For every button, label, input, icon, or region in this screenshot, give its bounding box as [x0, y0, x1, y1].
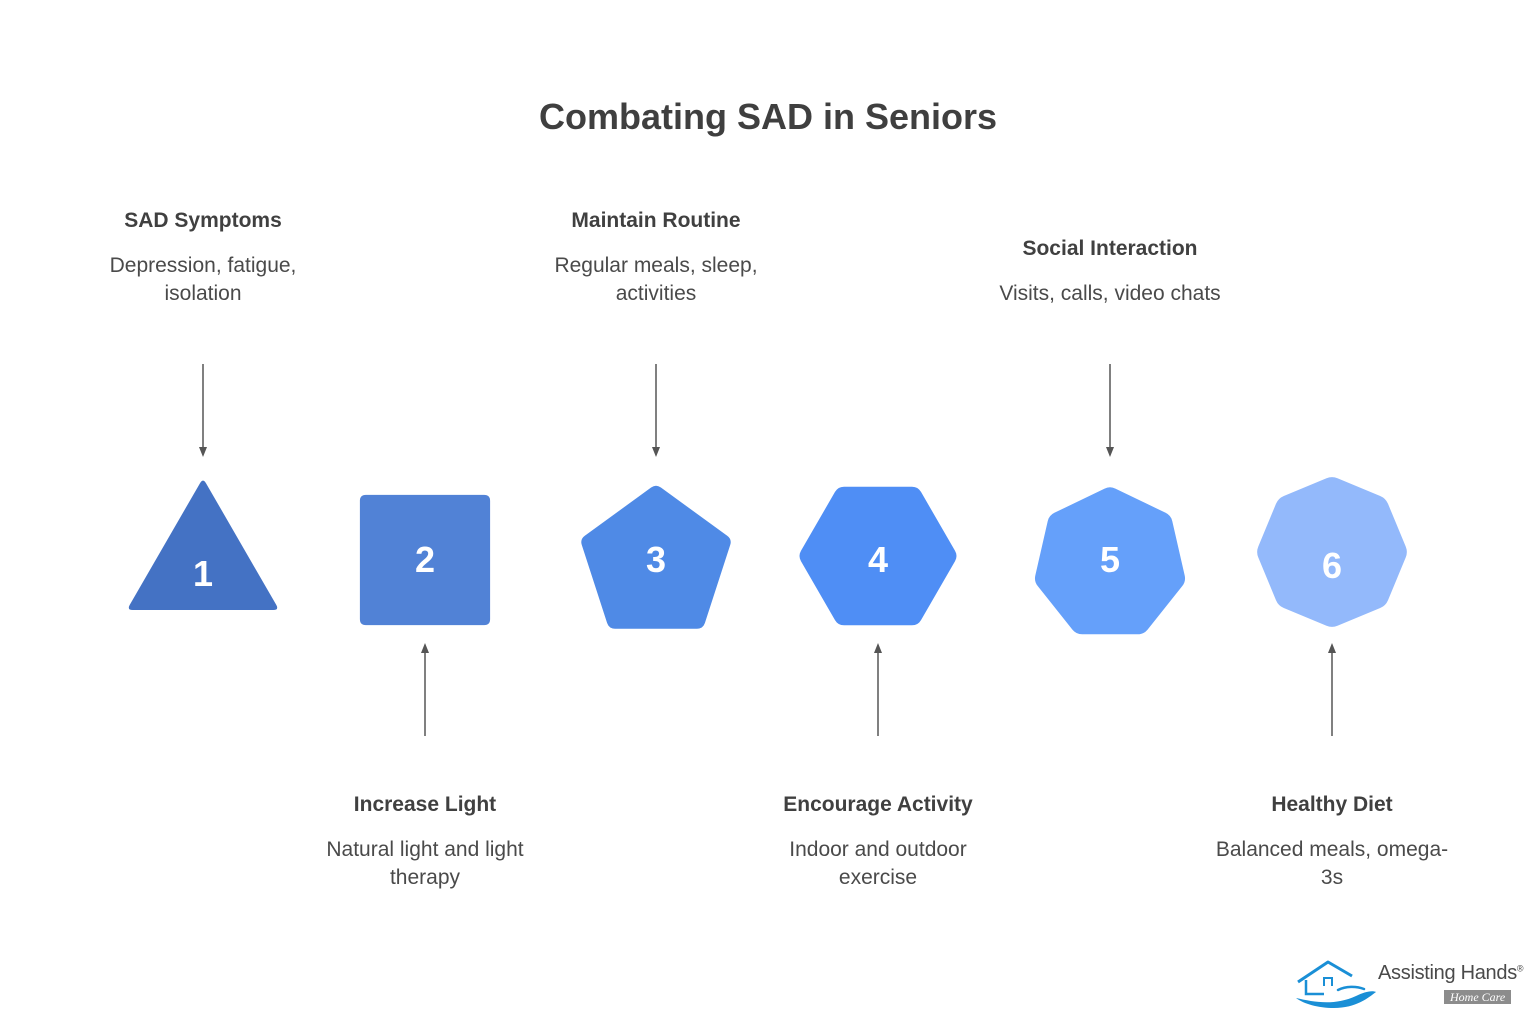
hexagon-shape [799, 486, 957, 626]
step-title: Encourage Activity [783, 793, 973, 816]
step-description-line: Natural light and light [326, 838, 524, 861]
step-number: 1 [193, 553, 213, 594]
step-description: Indoor and outdoor exercise [738, 836, 1018, 892]
registered-mark: ® [1516, 963, 1524, 974]
step-2-shape: 2 [359, 494, 491, 626]
step-title: Maintain Routine [571, 209, 741, 232]
diagram-title: Combating SAD in Seniors [538, 96, 998, 137]
step-description: Depression, fatigue, isolation [63, 252, 343, 308]
brand-logo: Assisting Hands® Home Care [1294, 956, 1524, 1012]
logo-name: Assisting Hands [1378, 962, 1517, 984]
step-number: 4 [868, 539, 888, 580]
house-hand-icon [1296, 960, 1376, 1008]
step-description-line: therapy [389, 866, 461, 889]
step-description-line: exercise [838, 866, 918, 889]
logo-subtitle: Home Care [1444, 990, 1512, 1004]
step-title: Social Interaction [1022, 237, 1198, 260]
step-description: Regular meals, sleep, activities [516, 252, 796, 308]
step-number: 6 [1322, 545, 1342, 586]
step-description: Natural light and light therapy [285, 836, 565, 892]
step-number: 5 [1100, 539, 1120, 580]
step-1-shape: 1 [128, 480, 278, 610]
step-description: Balanced meals, omega- 3s [1192, 836, 1472, 892]
step-title: Increase Light [353, 793, 497, 816]
pentagon-shape [581, 485, 731, 629]
step-description-line: Depression, fatigue, [109, 254, 297, 277]
step-5-shape: 5 [1034, 487, 1186, 635]
step-description-line: 3s [1320, 866, 1344, 889]
step-title: Healthy Diet [1271, 793, 1393, 816]
step-description: Visits, calls, video chats [970, 280, 1250, 308]
heptagon-shape [1034, 487, 1186, 635]
triangle-shape [128, 480, 278, 610]
step-6-shape: 6 [1257, 477, 1407, 627]
step-description-line: Visits, calls, video chats [999, 282, 1221, 305]
step-description-line: Regular meals, sleep, [554, 254, 758, 277]
step-number: 2 [415, 539, 435, 580]
step-description-line: isolation [164, 282, 242, 305]
step-title: SAD Symptoms [124, 209, 282, 232]
step-4-shape: 4 [799, 486, 957, 626]
step-number: 3 [646, 539, 666, 580]
step-description-line: Balanced meals, omega- [1215, 838, 1449, 861]
step-description-line: activities [615, 282, 697, 305]
step-3-shape: 3 [581, 485, 731, 629]
octagon-shape [1257, 477, 1407, 627]
square-shape [359, 494, 491, 626]
step-description-line: Indoor and outdoor [789, 838, 967, 861]
